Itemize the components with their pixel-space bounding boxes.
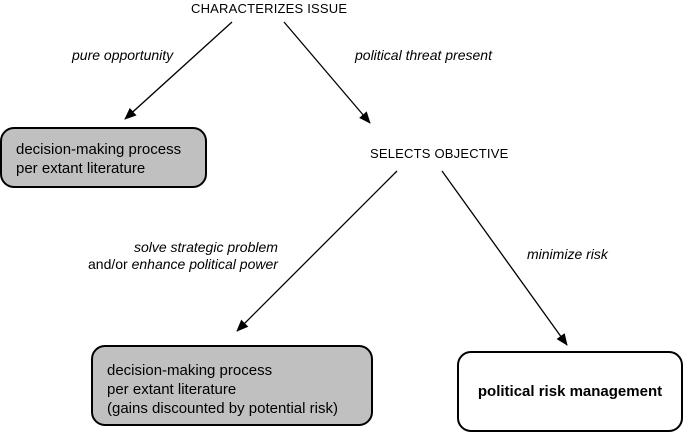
and-or-text: and/or (88, 256, 128, 272)
decision-making-box: decision-making process per extant liter… (0, 127, 207, 188)
decision-box-line-2: per extant literature (16, 160, 146, 177)
solve-strategic-problem-label: solve strategic problem and/or enhance p… (88, 239, 278, 273)
political-risk-management-text: political risk management (477, 383, 663, 400)
pure-opportunity-label: pure opportunity (72, 47, 174, 63)
arrow-to-selects-objective (283, 21, 371, 124)
political-threat-present-label: political threat present (355, 47, 492, 63)
arrow-to-risk-management-box (441, 170, 568, 346)
selects-objective-label: SELECTS OBJECTIVE (370, 146, 509, 161)
gains-box-line-2: per extant literature (107, 381, 237, 398)
arrow-to-decision-box (124, 21, 233, 120)
solve-strategic-problem-text: solve strategic problem (133, 239, 278, 255)
arrow-to-gains-discounted-box (236, 170, 398, 332)
gains-discounted-box: decision-making process per extant liter… (91, 345, 373, 426)
political-risk-management-box: political risk management (457, 351, 683, 432)
decision-box-line-1: decision-making process (16, 141, 182, 158)
gains-box-line-3: (gains discounted by potential risk) (107, 400, 338, 417)
minimize-risk-label: minimize risk (527, 246, 608, 262)
enhance-political-power-text: enhance political power (131, 256, 278, 272)
characterizes-issue-label: CHARACTERIZES ISSUE (191, 1, 348, 16)
gains-box-line-1: decision-making process (107, 362, 273, 379)
